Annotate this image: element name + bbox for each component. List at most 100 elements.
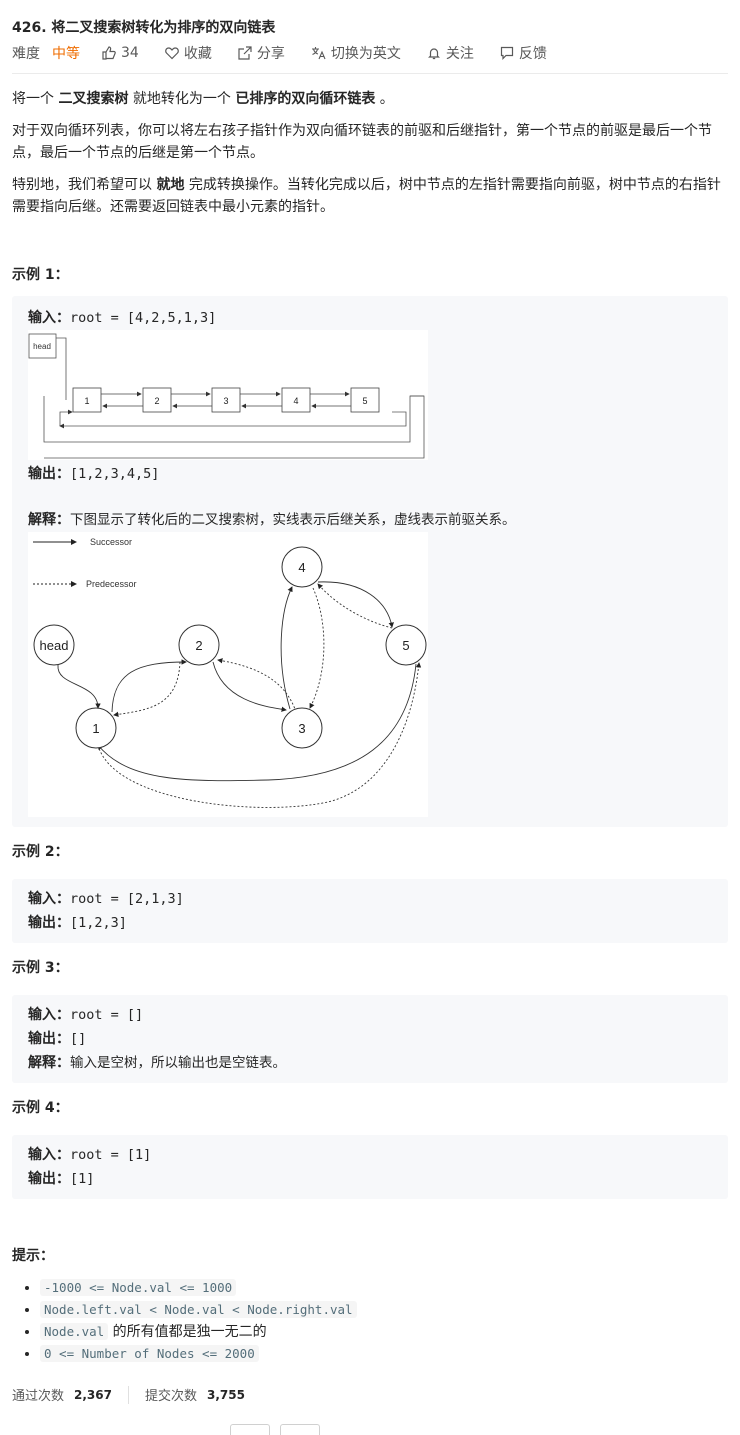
text: 将一个	[12, 91, 59, 107]
input-label: 输入：	[28, 1007, 70, 1023]
input-value: root = [4,2,5,1,3]	[70, 310, 217, 326]
like-count: 34	[121, 45, 139, 61]
example-2-input: 输入：root = [2,1,3]	[28, 887, 712, 911]
hint-code: -1000 <= Node.val <= 1000	[40, 1279, 237, 1296]
hint-item: Node.left.val < Node.val < Node.right.va…	[40, 1299, 728, 1321]
difficulty-label: 难度	[12, 46, 40, 62]
example-1-explain: 解释：下图显示了转化后的二叉搜索树，实线表示后继关系，虚线表示前驱关系。	[28, 508, 712, 532]
head-node	[28, 333, 57, 359]
text: 就地转化为一个	[128, 91, 236, 107]
share-icon	[238, 46, 252, 60]
share-label: 分享	[256, 46, 285, 62]
input-label: 输入：	[28, 1147, 70, 1163]
submitted-label: 提交次数	[144, 1389, 197, 1404]
bold-text: 二叉搜索树	[58, 91, 129, 107]
thumbs-up-icon	[102, 46, 116, 60]
example-4-block: 输入：root = [1] 输出：[1]	[12, 1135, 728, 1199]
example-1-title: 示例 1：	[12, 267, 69, 283]
example-4-input: 输入：root = [1]	[28, 1143, 712, 1167]
hint-text: 的所有值都是独一无二的	[108, 1324, 267, 1340]
feedback-icon	[500, 46, 513, 60]
bst-conversion-figure: Successor Predecessor	[28, 532, 428, 817]
example-1-block: 输入：root = [4,2,5,1,3] head 1 2 3 4	[12, 296, 728, 827]
problem-title: 426. 将二叉搜索树转化为排序的双向链表	[12, 20, 276, 36]
follow-label: 关注	[445, 46, 474, 62]
example-1-input: 输入：root = [4,2,5,1,3]	[28, 306, 712, 330]
input-label: 输入：	[28, 891, 70, 907]
tree-node-5: 5	[402, 638, 409, 653]
example-3-output: 输出：[]	[28, 1027, 712, 1051]
explain-label: 解释：	[28, 512, 70, 528]
input-label: 输入：	[28, 310, 70, 326]
example-2-output: 输出：[1,2,3]	[28, 911, 712, 935]
like-button[interactable]: 34	[102, 45, 139, 61]
bell-icon	[427, 48, 440, 60]
hint-code: 0 <= Number of Nodes <= 2000	[40, 1345, 259, 1362]
linked-list-figure: head 1 2 3 4 5	[28, 330, 428, 460]
difficulty-badge: 中等	[52, 46, 80, 62]
submitted-count: 3,755	[207, 1387, 245, 1402]
heart-icon	[165, 47, 179, 60]
hint-code: Node.val	[40, 1323, 109, 1340]
example-3-title: 示例 3：	[12, 960, 69, 976]
description-paragraph-1: 将一个 二叉搜索树 就地转化为一个 已排序的双向循环链表 。	[12, 88, 728, 110]
favorite-button[interactable]: 收藏	[165, 43, 212, 63]
example-2-block: 输入：root = [2,1,3] 输出：[1,2,3]	[12, 879, 728, 943]
input-value: root = [1]	[70, 1147, 152, 1163]
output-label: 输出：	[28, 1031, 70, 1047]
output-value: []	[70, 1031, 87, 1047]
list-nodes: 1 2 3 4 5	[72, 387, 380, 413]
text: 完成转换操作。当转化完成以后，树中节点的左指针需要指向前驱，树中节点的右指针需要…	[12, 177, 721, 215]
hint-code: Node.left.val < Node.val < Node.right.va…	[40, 1301, 357, 1318]
follow-button[interactable]: 关注	[427, 43, 474, 63]
hints-list: -1000 <= Node.val <= 1000 Node.left.val …	[12, 1277, 728, 1365]
explain-text: 输入是空树，所以输出也是空链表。	[70, 1055, 286, 1071]
tree-node-2: 2	[195, 638, 202, 653]
example-3-input: 输入：root = []	[28, 1003, 712, 1027]
share-button[interactable]: 分享	[238, 43, 285, 63]
explain-label: 解释：	[28, 1055, 70, 1071]
translate-icon	[311, 47, 326, 60]
output-value: [1,2,3]	[70, 915, 127, 931]
submission-stats: 通过次数 2,367 提交次数 3,755	[12, 1385, 728, 1404]
example-4-title: 示例 4：	[12, 1100, 69, 1116]
explain-text: 下图显示了转化后的二叉搜索树，实线表示后继关系，虚线表示前驱关系。	[70, 512, 516, 528]
text: 特别地，我们希望可以	[12, 177, 157, 193]
example-3-explain: 解释：输入是空树，所以输出也是空链表。	[28, 1051, 712, 1075]
accepted-label: 通过次数	[12, 1389, 65, 1404]
list-node-5: 5	[362, 396, 367, 406]
problem-meta-bar: 难度 中等 34 收藏 分享 切换为英文 关注 反馈	[12, 37, 728, 74]
input-value: root = [2,1,3]	[70, 891, 184, 907]
example-4-output: 输出：[1]	[28, 1167, 712, 1191]
legend-predecessor: Predecessor	[86, 579, 137, 589]
output-value: [1,2,3,4,5]	[70, 466, 160, 482]
tree-node-4: 4	[298, 560, 305, 575]
list-node-4: 4	[293, 396, 298, 406]
tree-head-label: head	[40, 638, 69, 653]
tree-node-3: 3	[298, 721, 305, 736]
list-node-3: 3	[223, 396, 228, 406]
head-label: head	[33, 342, 51, 351]
switch-language-label: 切换为英文	[330, 46, 401, 62]
hint-item: 0 <= Number of Nodes <= 2000	[40, 1343, 728, 1365]
hint-item: Node.val 的所有值都是独一无二的	[40, 1321, 728, 1343]
text: 。	[375, 91, 394, 107]
hints-title: 提示：	[12, 1248, 54, 1264]
output-value: [1]	[70, 1171, 95, 1187]
output-label: 输出：	[28, 466, 70, 482]
accepted-count: 2,367	[74, 1387, 112, 1402]
bold-text: 就地	[156, 177, 185, 193]
legend-successor: Successor	[90, 537, 132, 547]
example-1-output: 输出：[1,2,3,4,5]	[28, 462, 712, 486]
problem-page: 426. 将二叉搜索树转化为排序的双向链表 难度 中等 34 收藏 分享 切换为…	[0, 0, 740, 1404]
feedback-button[interactable]: 反馈	[500, 43, 547, 63]
description-paragraph-3: 特别地，我们希望可以 就地 完成转换操作。当转化完成以后，树中节点的左指针需要指…	[12, 174, 728, 218]
switch-language-button[interactable]: 切换为英文	[311, 43, 401, 63]
bold-text: 已排序的双向循环链表	[235, 91, 376, 107]
list-node-2: 2	[154, 396, 159, 406]
description-paragraph-2: 对于双向循环列表，你可以将左右孩子指针作为双向循环链表的前驱和后继指针，第一个节…	[12, 123, 712, 161]
tree-node-1: 1	[92, 721, 99, 736]
output-label: 输出：	[28, 1171, 70, 1187]
list-node-1: 1	[84, 396, 89, 406]
hint-item: -1000 <= Node.val <= 1000	[40, 1277, 728, 1299]
